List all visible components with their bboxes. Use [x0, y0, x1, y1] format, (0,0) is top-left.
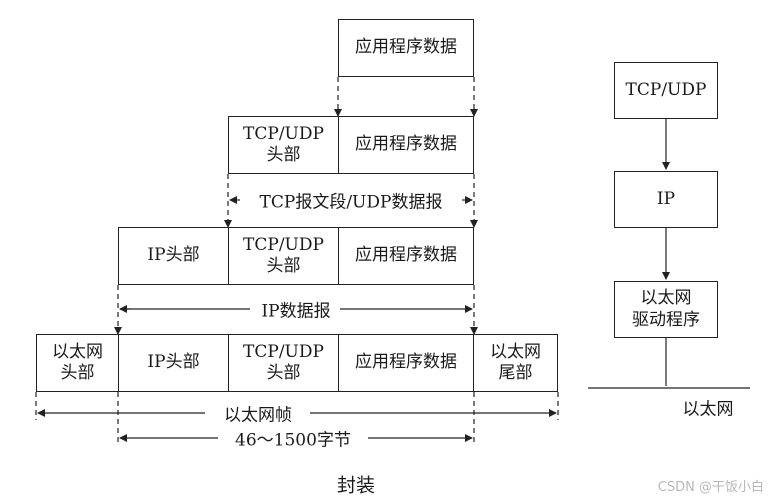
payload-size-span-label: 46～1500字节 — [231, 425, 355, 451]
row3-tcp-udp-header: TCP/UDP 头部 — [228, 227, 339, 285]
row1-app-data: 应用程序数据 — [338, 19, 474, 77]
encapsulation-caption: 封装 — [336, 474, 376, 497]
row2-app-data: 应用程序数据 — [338, 116, 474, 174]
tcp-segment-span-label: TCP报文段/UDP数据报 — [255, 187, 447, 213]
ethernet-frame-span-label: 以太网帧 — [220, 400, 296, 426]
row3-ip-header: IP头部 — [118, 227, 229, 285]
stack-tcp-udp: TCP/UDP — [614, 62, 718, 119]
row4-ip-header: IP头部 — [118, 334, 229, 392]
row4-app-data: 应用程序数据 — [338, 334, 474, 392]
watermark: CSDN @干饭小白 — [657, 480, 764, 495]
row4-eth-trailer: 以太网 尾部 — [473, 334, 558, 392]
ip-datagram-span-label: IP数据报 — [257, 296, 335, 322]
row2-tcp-udp-header: TCP/UDP 头部 — [228, 116, 339, 174]
stack-network-label: 以太网 — [682, 394, 734, 420]
row3-app-data: 应用程序数据 — [338, 227, 474, 285]
stack-ethernet-driver: 以太网 驱动程序 — [614, 281, 718, 338]
row4-tcp-udp-header: TCP/UDP 头部 — [228, 334, 339, 392]
stack-ip: IP — [614, 171, 718, 228]
row4-eth-header: 以太网 头部 — [36, 334, 119, 392]
